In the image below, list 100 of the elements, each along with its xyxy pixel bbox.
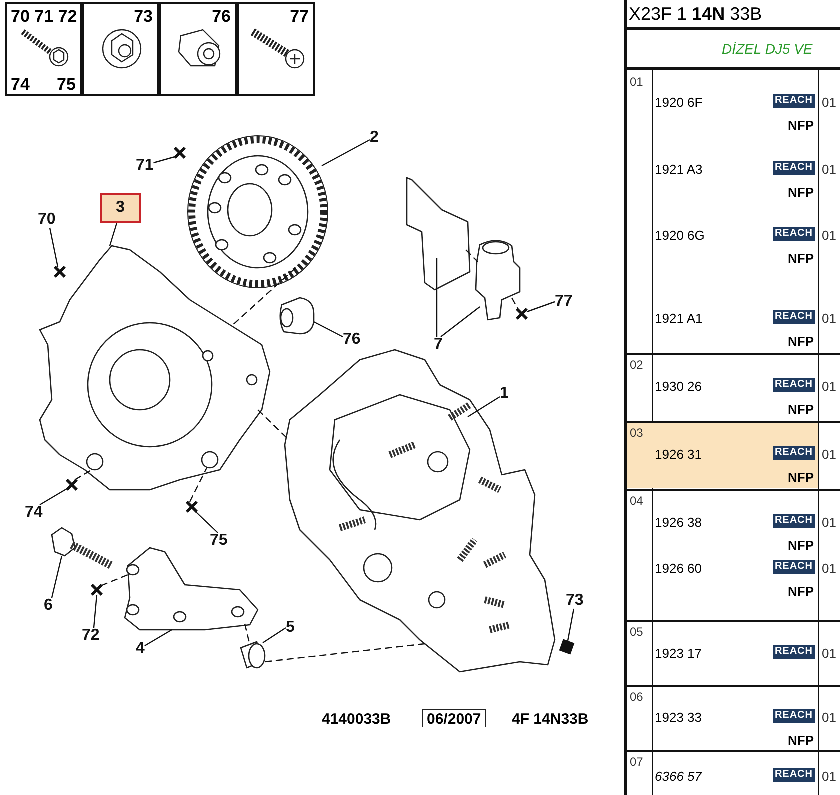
leader-line: [51, 556, 63, 598]
callout-number: 77: [290, 8, 309, 25]
part-number: 1920 6F: [655, 96, 703, 109]
regulation-tag: REACH: [772, 560, 815, 574]
callout-number: 70: [38, 212, 56, 228]
part-number: 1920 6G: [655, 229, 705, 242]
cross-mark: [54, 266, 66, 278]
callout-number: 76: [212, 8, 231, 25]
part-number: 1926 38: [655, 516, 702, 529]
assembly-line: [466, 250, 478, 262]
nfp-note: NFP: [788, 119, 814, 132]
leader-line: [40, 488, 68, 506]
quantity: 01: [822, 312, 836, 325]
quantity: 01: [822, 770, 836, 783]
group-number: 07: [630, 756, 644, 768]
square-nut-icon: [559, 639, 575, 655]
callout-number: 74: [11, 76, 30, 93]
part-number: 1923 33: [655, 711, 702, 724]
group-number: 04: [630, 495, 644, 507]
quantity: 01: [822, 516, 836, 529]
quantity: 01: [822, 711, 836, 724]
leader-line: [144, 629, 172, 647]
part-panel: [159, 2, 237, 96]
callout-number: 75: [57, 76, 76, 93]
quantity: 01: [822, 647, 836, 660]
callout-number: 71: [136, 158, 154, 174]
assembly-line: [232, 268, 296, 326]
cross-mark: [174, 146, 186, 160]
leader-line: [436, 258, 438, 337]
engine-heading: DİZEL DJ5 VE: [722, 42, 813, 56]
regulation-tag: REACH: [772, 378, 815, 392]
group-number: 05: [630, 626, 644, 638]
group-number: 06: [630, 691, 644, 703]
cross-mark: [516, 308, 528, 320]
callout-number: 1: [500, 386, 509, 402]
assembly-line: [511, 298, 519, 310]
leader-line: [440, 306, 480, 338]
nfp-note: NFP: [788, 252, 814, 265]
callout-number: 7: [434, 337, 443, 353]
callout-number: 6: [44, 598, 53, 614]
callout-number: 73: [566, 593, 584, 609]
quantity: 01: [822, 380, 836, 393]
callout-number: 72: [82, 628, 100, 644]
part-panel: [5, 2, 82, 96]
group-number: 02: [630, 359, 644, 371]
injection-pump-drawing: [284, 349, 556, 673]
mounting-bracket-drawing: [124, 547, 259, 631]
date-stamp: 06/2007: [422, 709, 486, 727]
highlighted-callout: 3: [100, 193, 141, 223]
nfp-note: NFP: [788, 539, 814, 552]
regulation-tag: REACH: [772, 514, 815, 528]
callout-number: 76: [343, 332, 361, 348]
leader-line: [468, 396, 500, 418]
table-title: X23F 1 14N 33B: [629, 5, 762, 23]
leader-line: [322, 139, 370, 167]
cross-mark: [90, 584, 104, 596]
nfp-note: NFP: [788, 471, 814, 484]
regulation-tag: REACH: [772, 310, 815, 324]
assembly-line: [189, 468, 208, 502]
part-panel: [82, 2, 159, 96]
callout-number: 5: [286, 620, 295, 636]
callout-number: 2: [370, 130, 379, 146]
cross-mark: [66, 478, 78, 492]
callout-number: 77: [555, 294, 573, 310]
leader-line: [49, 228, 59, 268]
housing-drawing: [39, 245, 271, 491]
quantity: 01: [822, 562, 836, 575]
leader-line: [567, 608, 575, 642]
part-number: 6366 57: [655, 770, 702, 783]
assembly-line: [264, 643, 426, 663]
gear-drawing: [188, 136, 328, 288]
assembly-line: [100, 574, 128, 587]
quantity: 01: [822, 229, 836, 242]
flanged-bolt-drawing: [240, 641, 266, 669]
leader-line: [262, 628, 286, 644]
part-number: 1926 31: [655, 448, 702, 461]
leader-line: [196, 512, 218, 534]
sensor-drawing: [475, 240, 521, 321]
callout-number: 73: [134, 8, 153, 25]
page-code: 4140033B: [322, 712, 392, 727]
callout-number: 4: [136, 641, 145, 657]
callout-number: 75: [210, 533, 228, 549]
bolt-drawing: [51, 527, 114, 570]
part-number: 1923 17: [655, 647, 702, 660]
part-panel: [237, 2, 315, 96]
leader-line: [526, 301, 556, 313]
leader-line: [154, 156, 176, 164]
assembly-line: [74, 469, 92, 481]
nfp-note: NFP: [788, 585, 814, 598]
part-number: 1921 A3: [655, 163, 703, 176]
bushing-drawing: [280, 297, 315, 335]
diagram-code: 4F 14N33B: [512, 712, 589, 727]
assembly-line: [258, 410, 290, 440]
callout-number: 70 71 72: [11, 8, 78, 25]
quantity: 01: [822, 448, 836, 461]
regulation-tag: REACH: [772, 645, 815, 659]
regulation-tag: REACH: [772, 709, 815, 723]
part-number: 1926 60: [655, 562, 702, 575]
leader-line: [314, 321, 344, 338]
regulation-tag: REACH: [772, 161, 815, 175]
